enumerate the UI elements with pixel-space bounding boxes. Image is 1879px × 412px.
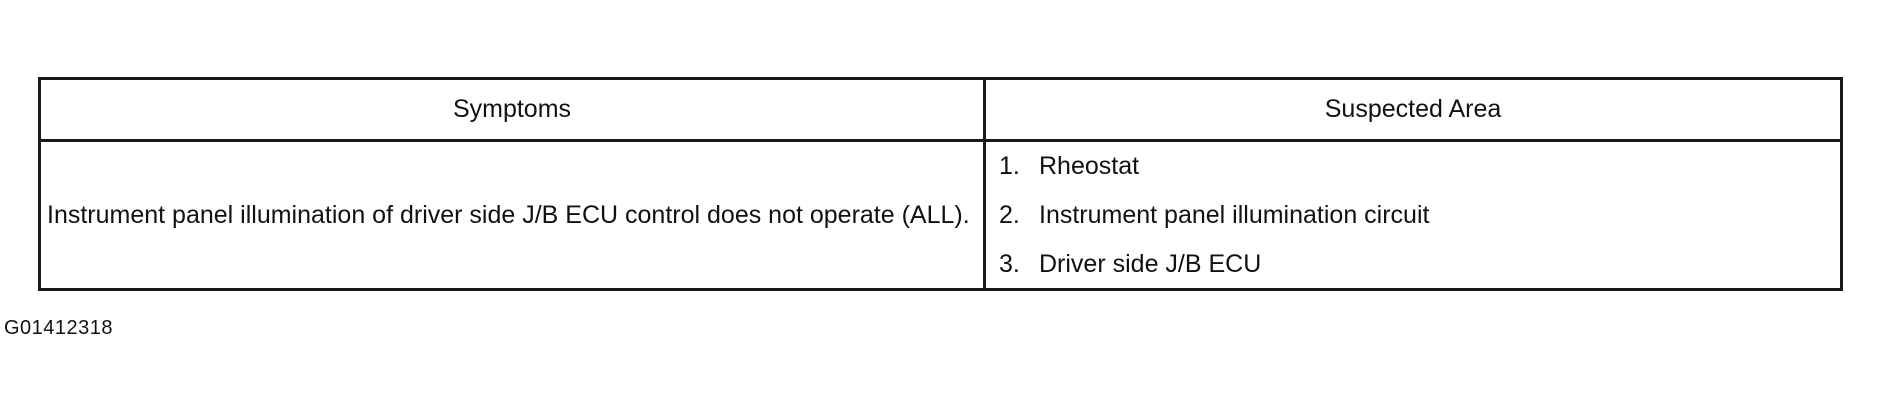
list-item-number: 2. [999,201,1020,229]
header-suspected-area-label: Suspected Area [1324,95,1502,123]
list-item-number: 1. [999,152,1020,180]
list-item-text: Driver side J/B ECU [1039,250,1262,278]
symptom-text: Instrument panel illumination of driver … [47,201,970,229]
figure-code: G01412318 [4,317,114,339]
list-item-number: 3. [999,250,1020,278]
list-item: 1. Rheostat [999,142,1840,191]
header-suspected-area: Suspected Area [986,80,1840,142]
header-symptoms: Symptoms [41,80,986,142]
suspected-area-list: 1. Rheostat 2. Instrument panel illumina… [986,142,1840,289]
header-symptoms-label: Symptoms [452,95,572,123]
list-item-text: Instrument panel illumination circuit [1039,201,1430,229]
list-item: 3. Driver side J/B ECU [999,240,1840,289]
list-item-text: Rheostat [1039,152,1140,180]
list-item: 2. Instrument panel illumination circuit [999,191,1840,240]
table-row-symptom: Instrument panel illumination of driver … [41,142,986,289]
symptom-table: Symptoms Suspected Area Instrument panel… [38,77,1843,291]
